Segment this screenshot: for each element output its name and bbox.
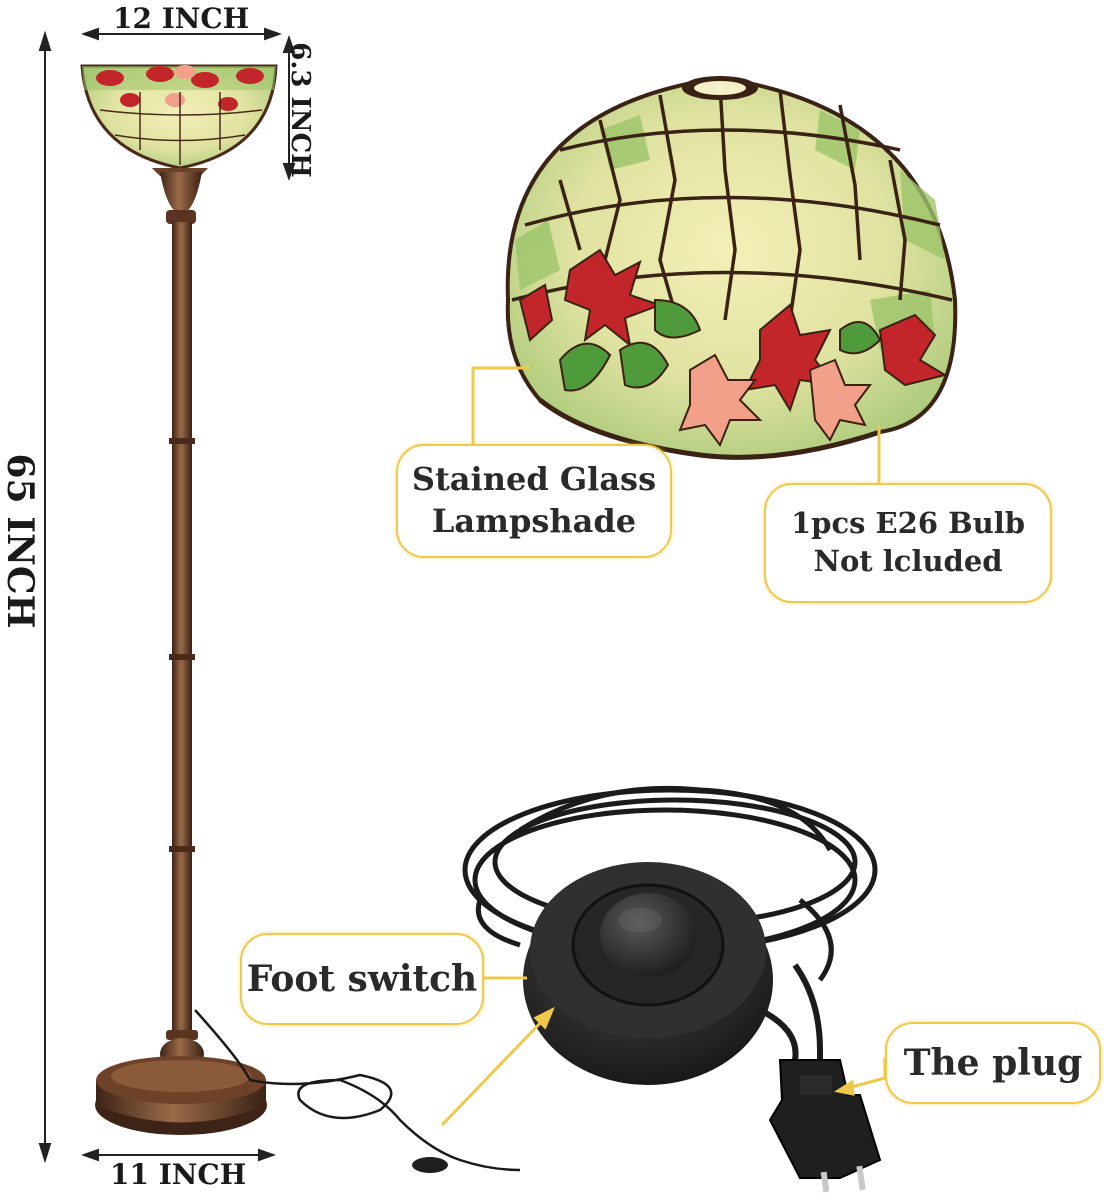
base-width-label: 11 INCH [110,1158,247,1191]
callout-leaders [471,366,881,483]
shade-width-label: 12 INCH [113,2,250,35]
foot-switch-assembly [462,785,882,1193]
foot-switch-callout-label: Foot switch [246,957,478,1000]
lampshade-callout-line2: Lampshade [431,502,637,540]
lamp-pole [172,222,192,1042]
height-dimension-line [38,30,52,1164]
bulb-callout-line2: Not lcluded [813,544,1003,578]
foot-switch-button [600,893,696,977]
bulb-callout-line1: 1pcs E26 Bulb [791,506,1025,541]
total-height-label: 65 INCH [0,453,41,629]
foot-switch-callout: Foot switch [240,933,484,1025]
shade-height-dimension-line [282,35,296,181]
floor-lamp [80,64,521,1173]
shade-height-label: 6.3 INCH [285,42,315,178]
large-lampshade [505,75,958,460]
base-width-dimension-line [81,1148,276,1162]
flower-band [518,248,948,413]
shade-width-dimension-line [81,27,282,41]
plug-callout-label: The plug [903,1041,1083,1084]
plug-callout: The plug [885,1022,1101,1104]
small-lampshade [80,64,278,170]
lampshade-callout: Stained Glass Lampshade [396,444,672,558]
lampshade-callout-line1: Stained Glass [411,460,657,499]
bulb-callout: 1pcs E26 Bulb Not lcluded [764,483,1052,603]
small-foot-switch [412,1157,448,1173]
